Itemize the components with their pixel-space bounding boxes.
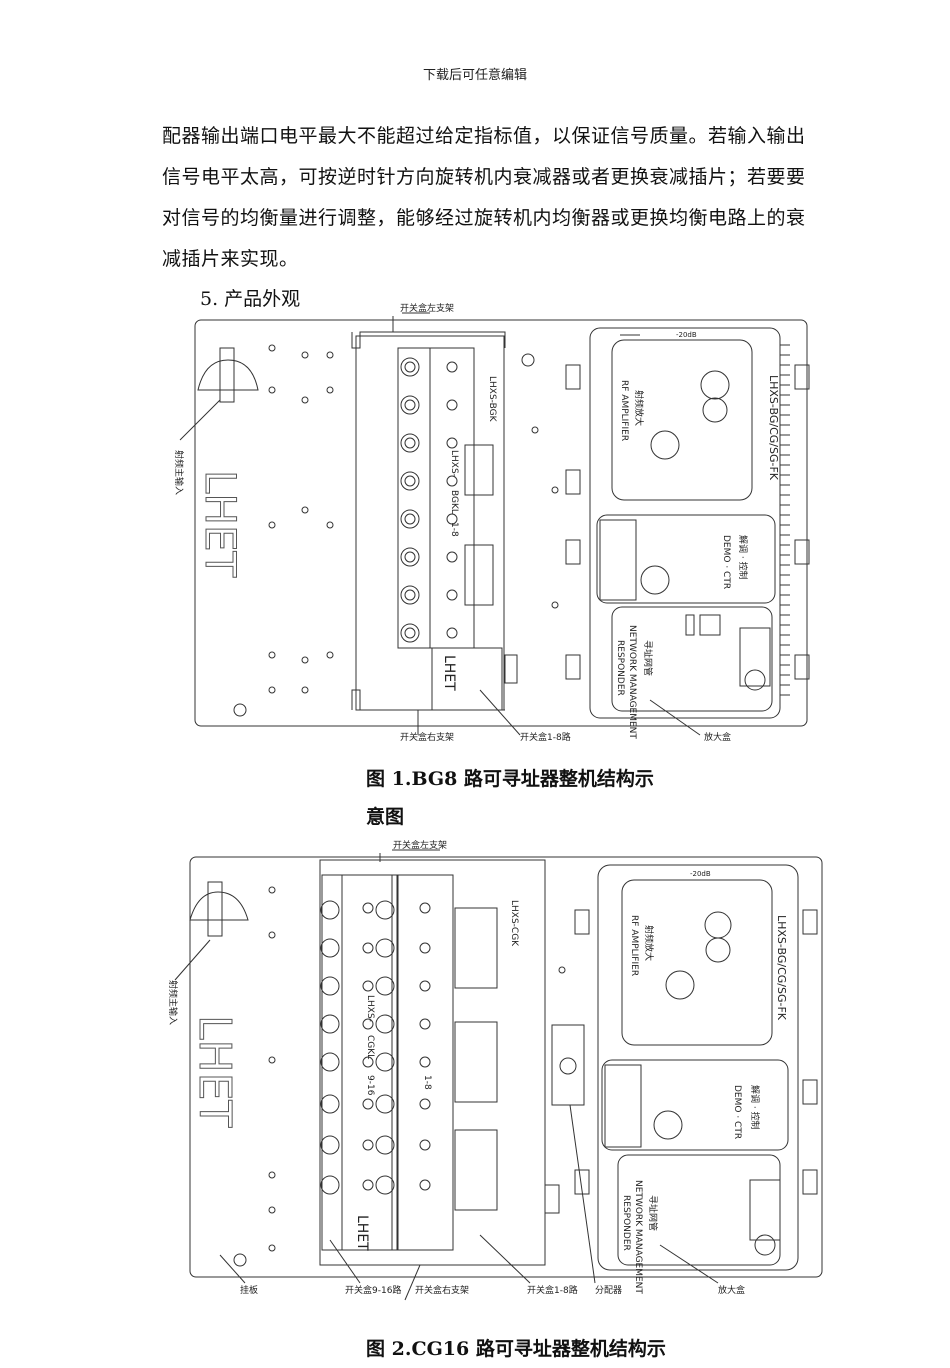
fig2-rf-input-label: 射频主输入 xyxy=(167,980,179,1025)
figure1-caption: 图 1.BG8 路可寻址器整机结构示 意图 xyxy=(366,760,654,836)
figure2-caption: 图 2.CG16 路可寻址器整机结构示 xyxy=(366,1330,666,1360)
fig2-box-code-c: 9-16 xyxy=(365,1075,375,1096)
figure2-diagram: 射频主输入 LHET 开关盒左支架 LHXS-CGK LHXS- CGKL 9-… xyxy=(167,839,823,1301)
fig1-amp-rf-cn: 射频放大 xyxy=(633,390,645,426)
fig2-box-code-d: 1-8 xyxy=(422,1075,432,1090)
fig2-amp-label: 放大盒 xyxy=(718,1284,745,1296)
fig2-amp-rf: RF AMPLIFIER xyxy=(629,915,639,976)
fig1-test-level: -20dB xyxy=(676,331,697,339)
body-paragraph: 配器输出端口电平最大不能超过给定指标值，以保证信号质量。若输入输出 信号电平太高… xyxy=(162,116,812,280)
fig2-demo-cn: 解调 · 控制 xyxy=(749,1085,761,1130)
fig1-network-line1: NETWORK MANAGEMENT xyxy=(627,625,637,739)
fig1-box-code-b: BGKL xyxy=(449,490,459,514)
fig2-box-brand: LHET xyxy=(354,1215,370,1251)
fig1-box-code-c: 1-8 xyxy=(449,522,459,537)
fig2-splitter-label: 分配器 xyxy=(595,1285,622,1296)
fig2-brand-text: LHET xyxy=(189,1015,240,1127)
figure1-caption-line1: 图 1.BG8 路可寻址器整机结构示 xyxy=(366,768,654,790)
paragraph-line: 减插片来实现。 xyxy=(162,248,299,270)
fig2-amp-model: LHXS-BG/CG/SG-FK xyxy=(775,915,788,1021)
paragraph-line: 配器输出端口电平最大不能超过给定指标值，以保证信号质量。若输入输出 xyxy=(162,125,806,147)
fig1-network-cn: 寻址网管 xyxy=(642,640,654,676)
fig2-amp-rf-cn: 射频放大 xyxy=(643,925,655,961)
fig1-demo: DEMO · CTR xyxy=(721,535,731,589)
figure1-diagram: 射频主输入 LHET 开关盒左支架 LHXS-BGK LHXS- BGKL 1-… xyxy=(173,302,810,743)
paragraph-line: 信号电平太高，可按逆时针方向旋转机内衰减器或者更换衰减插片；若要要 xyxy=(162,166,806,188)
fig1-switch-label: 开关盒1-8路 xyxy=(520,731,571,743)
fig2-box-code-b: CGKL xyxy=(365,1035,375,1059)
fig2-hang-label: 挂板 xyxy=(240,1284,258,1296)
figure2-caption-line1: 图 2.CG16 路可寻址器整机结构示 xyxy=(366,1338,666,1360)
fig1-network-line2: RESPONDER xyxy=(615,640,625,696)
figure1-caption-line2: 意图 xyxy=(366,806,405,828)
fig1-brand-text: LHET xyxy=(196,470,245,578)
fig1-rf-input-label: 射频主输入 xyxy=(173,450,185,495)
fig2-demo: DEMO · CTR xyxy=(732,1085,742,1139)
fig1-demo-cn: 解调 · 控制 xyxy=(737,535,749,580)
page-header: 下载后可任意编辑 xyxy=(422,68,527,83)
fig1-right-bracket-label: 开关盒右支架 xyxy=(400,731,454,743)
fig1-box-code-a: LHXS- xyxy=(449,450,459,477)
fig1-amp-label: 放大盒 xyxy=(704,731,731,743)
fig1-top-bracket-label: 开关盒左支架 xyxy=(400,302,454,314)
fig2-switch1-label: 开关盒1-8路 xyxy=(527,1284,578,1296)
fig1-box-brand: LHET xyxy=(441,655,457,691)
fig2-right-bracket-label: 开关盒右支架 xyxy=(415,1284,469,1296)
fig1-module-code: LHXS-BGK xyxy=(487,376,497,423)
fig2-switch2-label: 开关盒9-16路 xyxy=(345,1284,401,1296)
fig2-network-line1: NETWORK MANAGEMENT xyxy=(633,1180,643,1294)
fig2-network-cn: 寻址网管 xyxy=(647,1195,659,1231)
fig2-box-code-a: LHXS- xyxy=(365,995,375,1022)
fig2-network-line2: RESPONDER xyxy=(621,1195,631,1251)
paragraph-line: 对信号的均衡量进行调整，能够经过旋转机内均衡器或更换均衡电路上的衰 xyxy=(162,207,806,229)
fig2-top-bracket-label: 开关盒左支架 xyxy=(393,839,447,851)
fig1-amp-rf: RF AMPLIFIER xyxy=(619,380,629,441)
fig1-amp-model: LHXS-BG/CG/SG-FK xyxy=(767,375,780,481)
fig2-module-code: LHXS-CGK xyxy=(509,900,519,947)
fig2-test-level: -20dB xyxy=(690,870,711,878)
